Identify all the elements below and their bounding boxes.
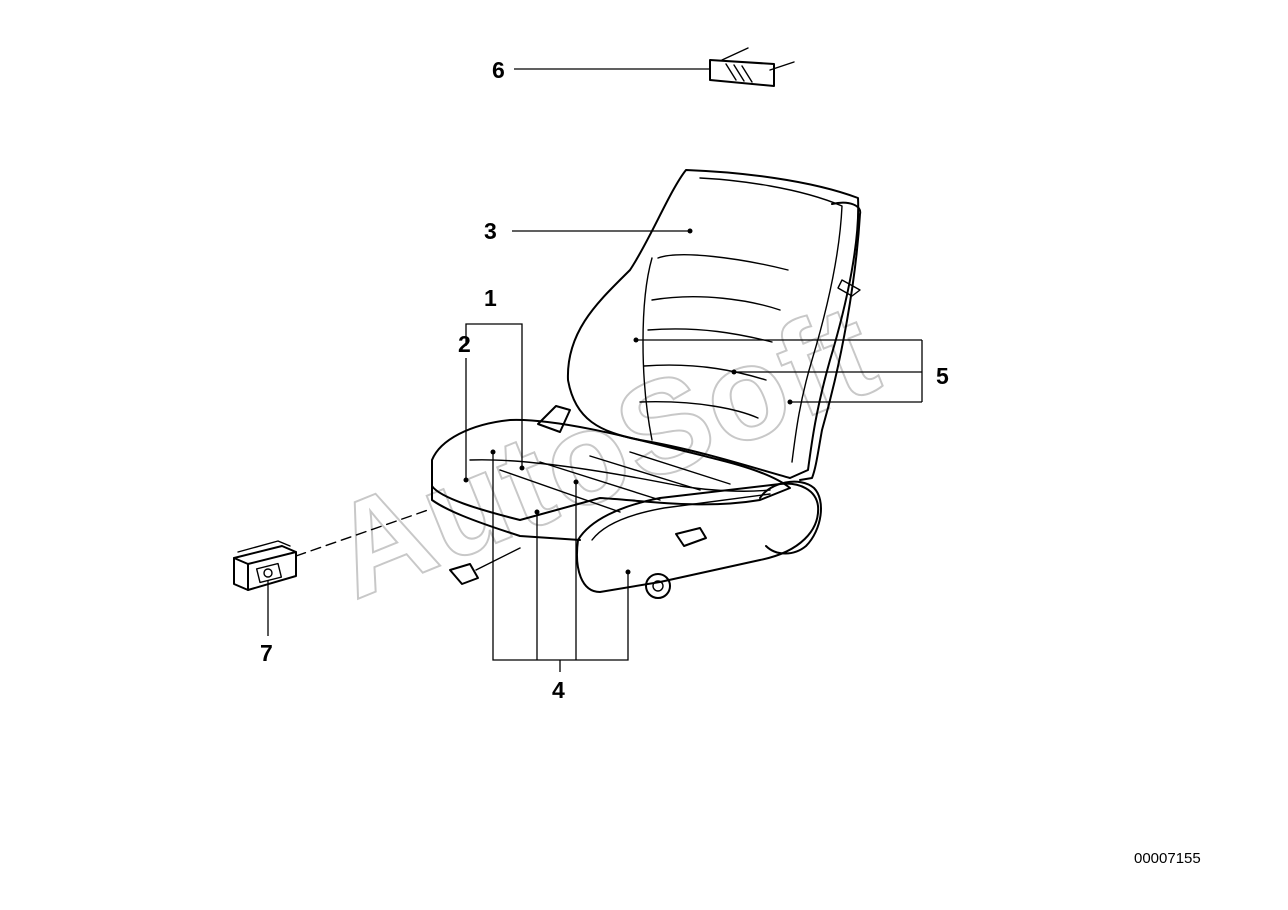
callout-5: 5 xyxy=(936,363,949,389)
document-number: 00007155 xyxy=(1134,850,1201,867)
callout-labels: 1 2 3 4 5 6 7 xyxy=(260,57,949,703)
callout-7: 7 xyxy=(260,640,273,666)
callout-3: 3 xyxy=(484,218,497,244)
callout-4: 4 xyxy=(552,677,565,703)
callout-1: 1 xyxy=(484,285,497,311)
part-7-switch-unit xyxy=(233,509,429,591)
seat-base-side-trim xyxy=(576,480,822,599)
watermark: AutoSoft xyxy=(309,274,897,627)
leader-lines xyxy=(267,68,923,672)
callout-6: 6 xyxy=(492,57,505,83)
seat-cushion xyxy=(431,405,791,585)
part-6-heating-element xyxy=(709,47,795,87)
watermark-text: AutoSoft xyxy=(310,275,896,626)
callout-2: 2 xyxy=(458,331,471,357)
